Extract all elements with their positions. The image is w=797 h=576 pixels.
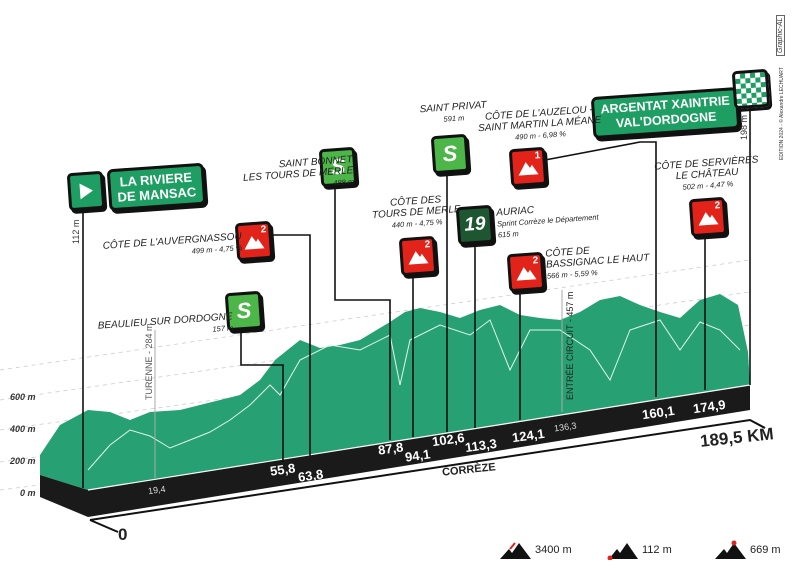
km-axis xyxy=(89,418,766,521)
min-altitude-icon xyxy=(607,543,638,560)
waypoint-label: TURENNE - 284 m xyxy=(144,323,154,400)
sprint-icon: S xyxy=(430,133,470,175)
profile-line xyxy=(87,319,741,471)
kom-cat2-icon: 2 xyxy=(506,251,546,293)
start-km: 0 xyxy=(118,525,128,544)
kom-cat2-icon: 2 xyxy=(234,220,274,262)
legend-max-altitude: 669 m xyxy=(715,540,781,560)
kom-cat1-icon: 1 xyxy=(508,146,548,188)
kom-cat2-icon: 2 xyxy=(688,196,728,238)
total-climb-icon xyxy=(500,542,531,559)
altitude-label: 0 m xyxy=(20,488,36,498)
finish-flag-icon xyxy=(731,68,771,110)
start-altitude: 112 m xyxy=(71,219,81,244)
waypoint-lines xyxy=(154,290,563,478)
brand-credit: Graphic-AL xyxy=(776,14,785,56)
altitude-label: 400 m xyxy=(10,424,36,434)
profile-area xyxy=(40,294,750,490)
max-altitude-icon xyxy=(715,540,746,559)
legend-min-altitude: 112 m xyxy=(607,540,672,560)
altitude-label: 600 m xyxy=(10,392,36,402)
ground-band xyxy=(40,385,750,517)
edition-credit: EDITION 2024 - © Alexandre LECHUART xyxy=(779,67,785,160)
altitude-label: 200 m xyxy=(10,456,36,466)
bonus-sprint-icon: 19 xyxy=(455,204,495,246)
legend-total-climb: 3400 m xyxy=(500,540,572,560)
waypoint-label: ENTRÉE CIRCUIT - 457 m xyxy=(565,291,575,400)
start-town-sign: LA RIVIERE DE MANSAC xyxy=(106,162,207,212)
start-icon xyxy=(66,170,106,212)
finish-altitude: 198 m xyxy=(739,114,749,140)
marker-lines xyxy=(82,106,751,488)
kom-cat2-icon: 2 xyxy=(398,235,438,277)
